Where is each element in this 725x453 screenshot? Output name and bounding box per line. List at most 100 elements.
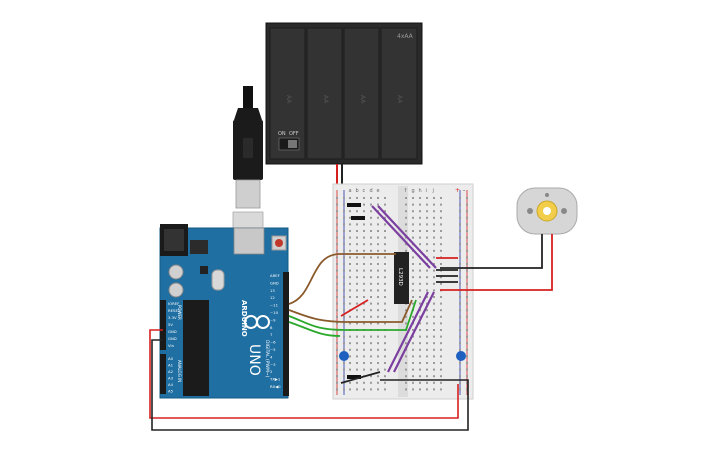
breadboard-hole bbox=[466, 342, 468, 345]
breadboard-hole bbox=[433, 230, 435, 232]
breadboard-hole bbox=[363, 388, 365, 391]
breadboard-hole bbox=[419, 276, 421, 279]
breadboard-hole bbox=[405, 342, 407, 345]
breadboard-hole bbox=[419, 381, 421, 384]
breadboard-hole bbox=[384, 302, 386, 305]
pin-label: ~11 bbox=[270, 303, 279, 308]
breadboard-hole bbox=[466, 269, 468, 272]
breadboard-hole bbox=[433, 243, 435, 246]
breadboard-hole bbox=[466, 388, 468, 391]
breadboard-hole bbox=[466, 256, 468, 259]
breadboard-hole bbox=[412, 381, 414, 384]
breadboard-hole bbox=[426, 329, 428, 331]
pin-label: 4 bbox=[270, 354, 273, 359]
breadboard-hole bbox=[419, 302, 421, 305]
breadboard-hole bbox=[370, 355, 372, 358]
breadboard-hole bbox=[412, 342, 414, 345]
breadboard-hole bbox=[336, 256, 338, 259]
breadboard-hole bbox=[370, 381, 372, 384]
breadboard-hole bbox=[336, 289, 338, 292]
battery-switch[interactable]: ON OFF bbox=[278, 131, 300, 151]
breadboard-hole bbox=[419, 223, 421, 226]
breadboard-hole bbox=[336, 388, 338, 391]
component-lead bbox=[347, 203, 361, 207]
breadboard-hole bbox=[419, 203, 421, 206]
breadboard-hole bbox=[336, 315, 338, 318]
breadboard-hole bbox=[349, 362, 351, 364]
breadboard-hole bbox=[363, 355, 365, 358]
battery-pack[interactable]: AA AA AA AA 4xAA ON OFF bbox=[265, 22, 423, 165]
breadboard-hole bbox=[336, 203, 338, 206]
breadboard-hole bbox=[466, 381, 468, 384]
pin-label: ~10 bbox=[270, 310, 279, 315]
breadboard-hole bbox=[466, 322, 468, 325]
breadboard-hole bbox=[343, 362, 345, 364]
breadboard-hole bbox=[343, 375, 345, 378]
breadboard-hole bbox=[412, 282, 414, 285]
breadboard-hole bbox=[370, 348, 372, 351]
breadboard-hole bbox=[426, 322, 428, 325]
breadboard-hole bbox=[384, 210, 386, 213]
breadboard-hole bbox=[412, 216, 414, 219]
arduino-uno[interactable]: ARDUINO UNO DIGITAL (PWM~) POWER ANALOG … bbox=[159, 224, 289, 399]
breadboard-hole bbox=[377, 388, 379, 391]
breadboard-hole bbox=[466, 203, 468, 206]
breadboard-hole bbox=[459, 335, 461, 338]
breadboard-hole bbox=[377, 197, 379, 199]
breadboard-hole bbox=[419, 236, 421, 239]
breadboard-hole bbox=[356, 276, 358, 279]
breadboard-hole bbox=[384, 197, 386, 199]
breadboard-hole bbox=[349, 381, 351, 384]
breadboard-hole bbox=[377, 355, 379, 358]
breadboard-hole bbox=[459, 203, 461, 206]
breadboard-hole bbox=[370, 256, 372, 259]
breadboard-hole bbox=[412, 388, 414, 391]
breadboard-hole bbox=[336, 269, 338, 272]
breadboard-hole bbox=[336, 210, 338, 213]
breadboard-hole bbox=[419, 269, 421, 272]
breadboard-hole bbox=[433, 375, 435, 378]
dc-motor[interactable] bbox=[516, 187, 578, 235]
breadboard-hole bbox=[384, 342, 386, 345]
breadboard-hole bbox=[377, 368, 379, 371]
breadboard-hole bbox=[363, 302, 365, 305]
breadboard-hole bbox=[466, 355, 468, 358]
breadboard-hole bbox=[426, 388, 428, 391]
component-lead bbox=[347, 375, 361, 379]
breadboard-hole bbox=[343, 388, 345, 391]
breadboard-hole bbox=[356, 309, 358, 312]
pin-label: RESET bbox=[168, 308, 181, 313]
breadboard-hole bbox=[377, 342, 379, 345]
breadboard-hole bbox=[356, 269, 358, 272]
breadboard-hole bbox=[440, 263, 442, 265]
breadboard-hole bbox=[426, 197, 428, 199]
breadboard-hole bbox=[349, 243, 351, 246]
arduino-brand-text: ARDUINO bbox=[240, 300, 248, 337]
breadboard-hole bbox=[377, 236, 379, 239]
breadboard-hole bbox=[405, 203, 407, 206]
breadboard-hole bbox=[433, 388, 435, 391]
breadboard-hole bbox=[336, 322, 338, 325]
breadboard-hole bbox=[459, 388, 461, 391]
breadboard-hole bbox=[363, 223, 365, 226]
breadboard-hole bbox=[433, 329, 435, 331]
breadboard-hole bbox=[426, 375, 428, 378]
breadboard-hole bbox=[419, 289, 421, 292]
breadboard-hole bbox=[440, 230, 442, 232]
breadboard-hole bbox=[363, 296, 365, 298]
breadboard-hole bbox=[349, 223, 351, 226]
breadboard-hole bbox=[349, 197, 351, 199]
breadboard-hole bbox=[349, 348, 351, 351]
usb-cable[interactable] bbox=[232, 86, 264, 243]
breadboard-hole bbox=[356, 388, 358, 391]
breadboard-hole bbox=[370, 269, 372, 272]
breadboard-hole bbox=[356, 315, 358, 318]
breadboard-hole bbox=[356, 243, 358, 246]
power-header bbox=[160, 300, 166, 350]
l293d-chip[interactable]: L293D bbox=[394, 252, 409, 304]
breadboard-hole bbox=[405, 368, 407, 371]
breadboard-hole bbox=[370, 197, 372, 199]
breadboard-hole bbox=[336, 282, 338, 285]
breadboard-hole bbox=[426, 216, 428, 219]
